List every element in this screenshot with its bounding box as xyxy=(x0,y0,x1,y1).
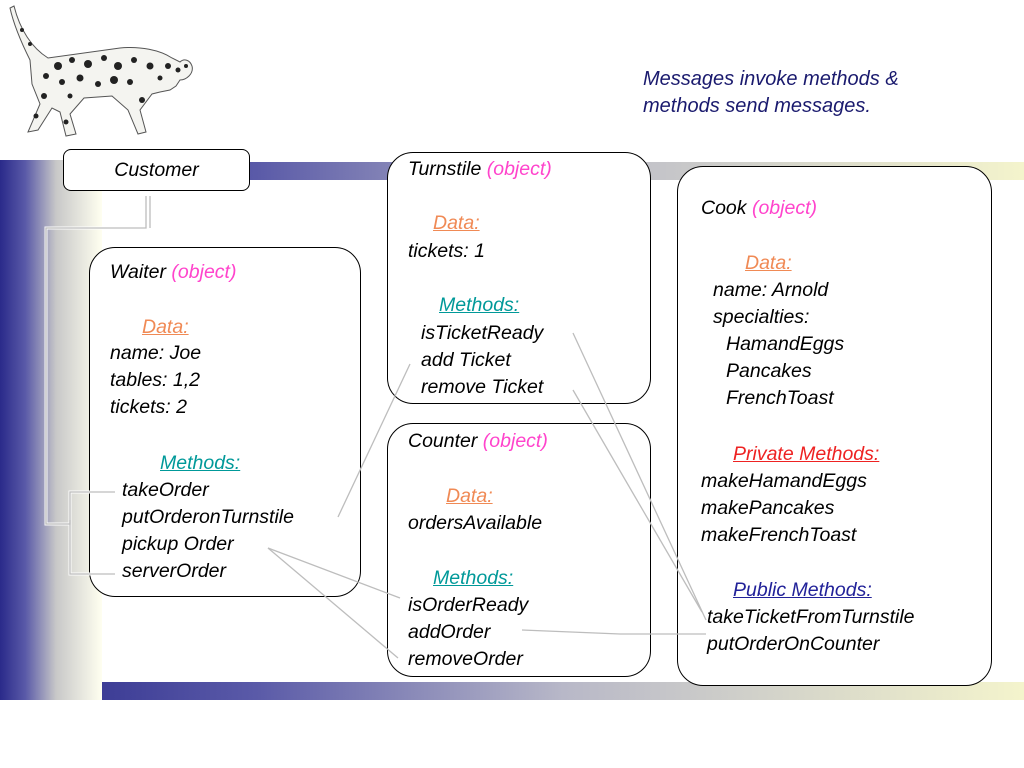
cook-data-item: specialties: xyxy=(713,306,810,328)
cook-name: Cook xyxy=(701,197,747,219)
cook-private-method: makeHamandEggs xyxy=(701,470,867,492)
caption-line-2: methods send messages. xyxy=(643,95,871,117)
cook-object xyxy=(677,166,992,686)
cook-public-method: putOrderOnCounter xyxy=(707,633,880,655)
waiter-data-item: tickets: 2 xyxy=(110,396,187,418)
waiter-name: Waiter xyxy=(110,261,166,283)
customer-label: Customer xyxy=(114,158,199,181)
caption-line-1: Messages invoke methods & xyxy=(643,68,899,90)
left-bar xyxy=(0,160,102,700)
counter-data-item: ordersAvailable xyxy=(408,512,543,534)
cook-data-item: name: Arnold xyxy=(713,279,829,301)
cook-private-method: makeFrenchToast xyxy=(701,524,857,546)
dalmatian-dog-illustration xyxy=(9,5,193,137)
cook-specialty: Pancakes xyxy=(726,360,812,382)
cook-object-tag: (object) xyxy=(751,197,817,219)
counter-object-tag: (object) xyxy=(482,430,548,452)
turnstile-object-tag: (object) xyxy=(486,158,552,180)
counter-method: removeOrder xyxy=(408,648,523,670)
turnstile-method: remove Ticket xyxy=(421,376,544,398)
waiter-data-item: tables: 1,2 xyxy=(110,369,200,391)
caption: Messages invoke methods & methods send m… xyxy=(643,66,899,120)
counter-title: Counter (object) xyxy=(408,428,548,455)
waiter-method: serverOrder xyxy=(122,560,227,582)
waiter-data-item: name: Joe xyxy=(110,342,202,364)
turnstile-method: add Ticket xyxy=(421,349,511,371)
waiter-object-tag: (object) xyxy=(171,261,237,283)
bottom-band xyxy=(0,682,1024,700)
turnstile-data-item: tickets: 1 xyxy=(408,240,485,262)
counter-name: Counter xyxy=(408,430,478,452)
waiter-method: putOrderonTurnstile xyxy=(122,506,294,528)
cook-private-heading: Private Methods: xyxy=(733,443,880,465)
waiter-methods-heading: Methods: xyxy=(160,452,241,474)
counter-method: addOrder xyxy=(408,621,491,643)
turnstile-data-heading: Data: xyxy=(433,212,480,234)
counter-data-heading: Data: xyxy=(446,485,493,507)
waiter-title: Waiter (object) xyxy=(110,259,236,286)
counter-methods-heading: Methods: xyxy=(433,567,514,589)
cook-data-heading: Data: xyxy=(745,252,792,274)
turnstile-method: isTicketReady xyxy=(421,322,544,344)
cook-private-method: makePancakes xyxy=(701,497,835,519)
cook-public-heading: Public Methods: xyxy=(733,579,872,601)
turnstile-title: Turnstile (object) xyxy=(408,156,552,183)
turnstile-methods-heading: Methods: xyxy=(439,294,520,316)
cook-public-method: takeTicketFromTurnstile xyxy=(707,606,915,628)
counter-method: isOrderReady xyxy=(408,594,529,616)
waiter-method: pickup Order xyxy=(122,533,234,555)
customer-box: Customer xyxy=(63,149,250,191)
waiter-method: takeOrder xyxy=(122,479,209,501)
waiter-data-heading: Data: xyxy=(142,316,189,338)
cook-specialty: HamandEggs xyxy=(726,333,845,355)
cook-title: Cook (object) xyxy=(701,195,817,222)
cook-specialty: FrenchToast xyxy=(726,387,834,409)
turnstile-name: Turnstile xyxy=(408,158,482,180)
